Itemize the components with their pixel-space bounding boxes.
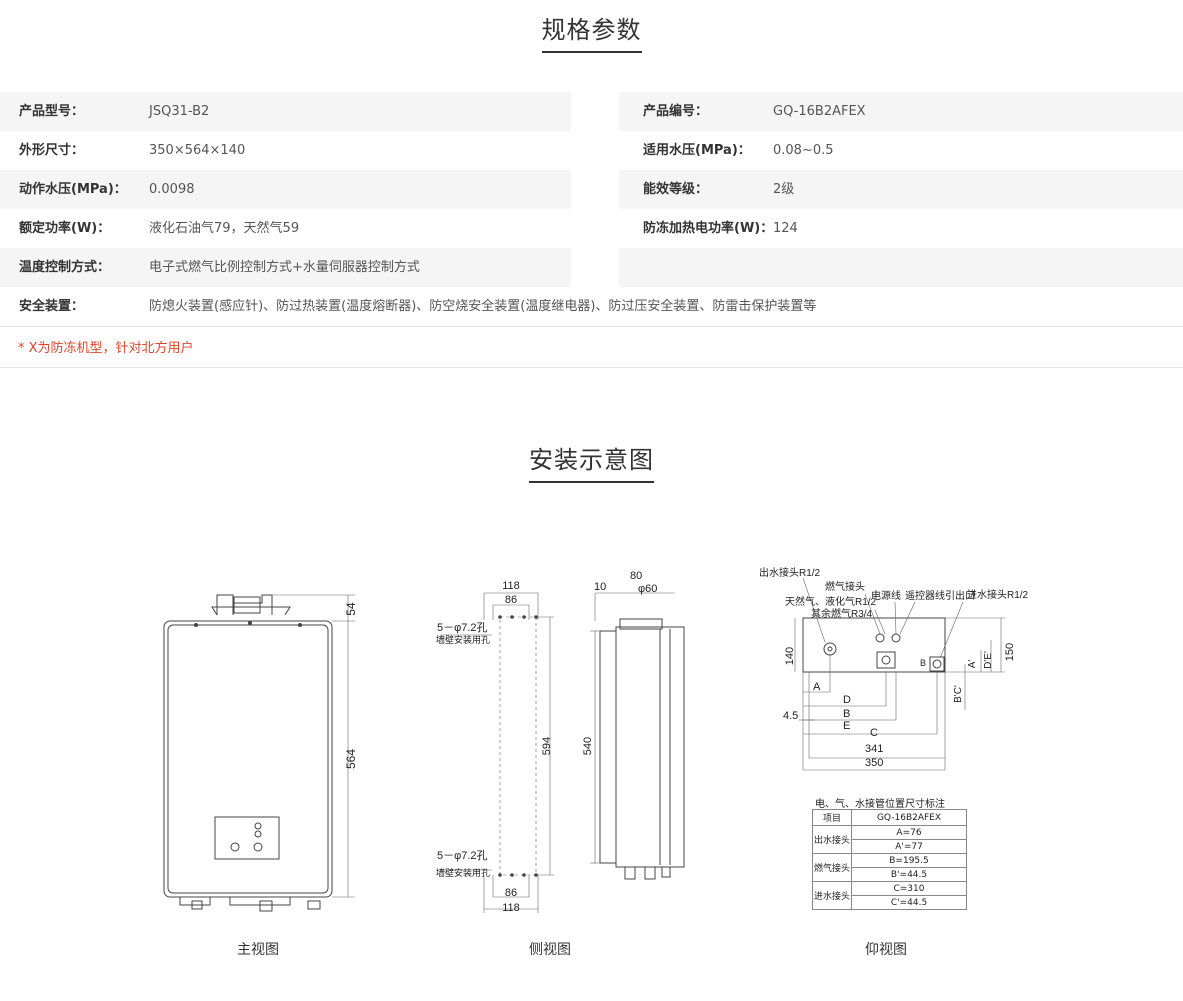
dim-4.5: 4.5	[783, 710, 798, 722]
hole-sublabel-top: 墙壁安装用孔	[436, 634, 490, 645]
table-cell: C'=44.5	[851, 895, 967, 910]
spec-row-safety: 安全装置： 防熄火装置(感应针)、防过热装置(温度熔断器)、防空烧安全装置(温度…	[0, 287, 1183, 326]
table-cell: A'=77	[851, 839, 967, 854]
dim-341: 341	[865, 743, 883, 755]
spec-label: 动作水压(MPa)：	[19, 182, 127, 197]
connection-table: 项目 GQ-16B2AFEX 出水接头 A=76 A'=77 燃气接头 B=19…	[812, 809, 967, 910]
connection-table-caption: 电、气、水接管位置尺寸标注	[815, 799, 945, 810]
spec-value: 2级	[773, 182, 795, 197]
dim-B-small: B	[920, 658, 926, 668]
dim-D: D	[843, 694, 851, 706]
dim-350: 350	[865, 757, 883, 769]
dim-side-86-bottom: 86	[505, 887, 517, 899]
dim-side-86-top: 86	[505, 594, 517, 606]
spec-value: 防熄火装置(感应针)、防过热装置(温度熔断器)、防空烧安全装置(温度继电器)、防…	[149, 299, 817, 314]
dim-B: B	[843, 708, 850, 720]
spec-label: 能效等级：	[643, 182, 709, 197]
spec-label: 产品型号：	[19, 104, 85, 119]
table-cell: B'=44.5	[851, 867, 967, 882]
table-group: 进水接头	[812, 881, 852, 910]
spec-label: 外形尺寸：	[19, 143, 85, 158]
dim-side-540: 540	[582, 737, 594, 755]
dim-front-top: 54	[344, 602, 358, 616]
dim-150: 150	[1004, 643, 1016, 661]
spec-value: 电子式燃气比例控制方式+水量伺服器控制方式	[149, 260, 420, 275]
dim-E: E	[843, 720, 850, 732]
install-section-title: 安装示意图	[0, 440, 1183, 483]
front-view-drawing: 54 564	[163, 594, 358, 912]
table-group: 出水接头	[812, 825, 852, 854]
label-remote: 遥控器线引出口	[905, 589, 975, 602]
dim-DE-prime: D'E'	[983, 651, 994, 669]
spec-row-1-left: 产品型号： JSQ31-B2	[0, 92, 571, 131]
table-head: 项目	[812, 809, 852, 826]
caption-front-view: 主视图	[237, 942, 279, 958]
table-cell: B=195.5	[851, 853, 967, 868]
antifreeze-note: * X为防冻机型，针对北方用户	[18, 341, 194, 356]
spec-section-title: 规格参数	[0, 10, 1183, 53]
hole-label-top: 5－φ7.2孔	[437, 621, 488, 634]
spec-row-5-right	[619, 248, 1183, 287]
label-inlet: 进水接头R1/2	[967, 588, 1029, 601]
spec-label: 防冻加热电功率(W)：	[643, 221, 774, 236]
label-power: 电源线	[871, 589, 901, 602]
spec-row-4-right: 防冻加热电功率(W)： 124	[619, 209, 1183, 248]
label-outlet: 出水接头R1/2	[759, 566, 821, 579]
dim-side-594: 594	[541, 737, 553, 755]
label-gas-type: 天然气、液化气R1/2	[785, 595, 877, 608]
label-gas: 燃气接头	[825, 580, 865, 593]
spec-value: GQ-16B2AFEX	[773, 104, 866, 119]
table-cell: A=76	[851, 825, 967, 840]
spec-value: 350×564×140	[149, 143, 246, 158]
spec-value: 0.08~0.5	[773, 143, 834, 158]
dim-side-80: 80	[630, 570, 642, 582]
bottom-view-drawing: 出水接头R1/2 燃气接头 天然气、液化气R1/2 其余燃气R3/4 电源线 遥…	[759, 566, 1029, 771]
hole-sublabel-bottom: 墙壁安装用孔	[436, 867, 490, 878]
spec-label: 额定功率(W)：	[19, 221, 111, 236]
table-cell: C=310	[851, 881, 967, 896]
spec-row-4-left: 额定功率(W)： 液化石油气79，天然气59	[0, 209, 571, 248]
table-head: GQ-16B2AFEX	[851, 809, 967, 826]
spec-value: JSQ31-B2	[149, 104, 210, 119]
spec-value: 124	[773, 221, 798, 236]
dim-side-118-top: 118	[502, 580, 520, 592]
spec-label: 产品编号：	[643, 104, 709, 119]
dim-140: 140	[784, 647, 796, 665]
caption-bottom-view: 仰视图	[865, 942, 907, 958]
spec-row-2-left: 外形尺寸： 350×564×140	[0, 131, 571, 170]
spec-label: 适用水压(MPa)：	[643, 143, 751, 158]
spec-row-2-right: 适用水压(MPa)： 0.08~0.5	[619, 131, 1183, 170]
spec-value: 0.0098	[149, 182, 195, 197]
hole-label-bottom: 5－φ7.2孔	[437, 849, 488, 862]
spec-label: 温度控制方式：	[19, 260, 111, 275]
dim-A: A	[813, 681, 821, 693]
table-group: 燃气接头	[812, 853, 852, 882]
spec-row-3-right: 能效等级： 2级	[619, 170, 1183, 209]
dim-side-10: 10	[594, 581, 606, 593]
divider	[0, 367, 1183, 368]
spec-row-5-left: 温度控制方式： 电子式燃气比例控制方式+水量伺服器控制方式	[0, 248, 571, 287]
caption-side-view: 侧视图	[529, 942, 571, 958]
spec-row-1-right: 产品编号： GQ-16B2AFEX	[619, 92, 1183, 131]
dim-A-prime: A'	[967, 660, 978, 669]
label-gas-other: 其余燃气R3/4	[811, 607, 873, 620]
dim-front-height: 564	[344, 749, 358, 769]
spec-label: 安全装置：	[19, 299, 85, 314]
dim-side-118-bottom: 118	[502, 902, 520, 914]
spec-value: 液化石油气79，天然气59	[149, 221, 300, 236]
divider	[0, 326, 1183, 327]
side-view-drawing: 118 86 5－φ7.2孔 墙壁安装用孔 594 5－φ7.2孔 墙壁安装用孔…	[436, 570, 685, 914]
spec-row-3-left: 动作水压(MPa)： 0.0098	[0, 170, 571, 209]
dim-C: C	[870, 727, 878, 739]
dim-side-60: φ60	[638, 583, 657, 595]
dim-BC-prime: B'C'	[953, 685, 964, 703]
